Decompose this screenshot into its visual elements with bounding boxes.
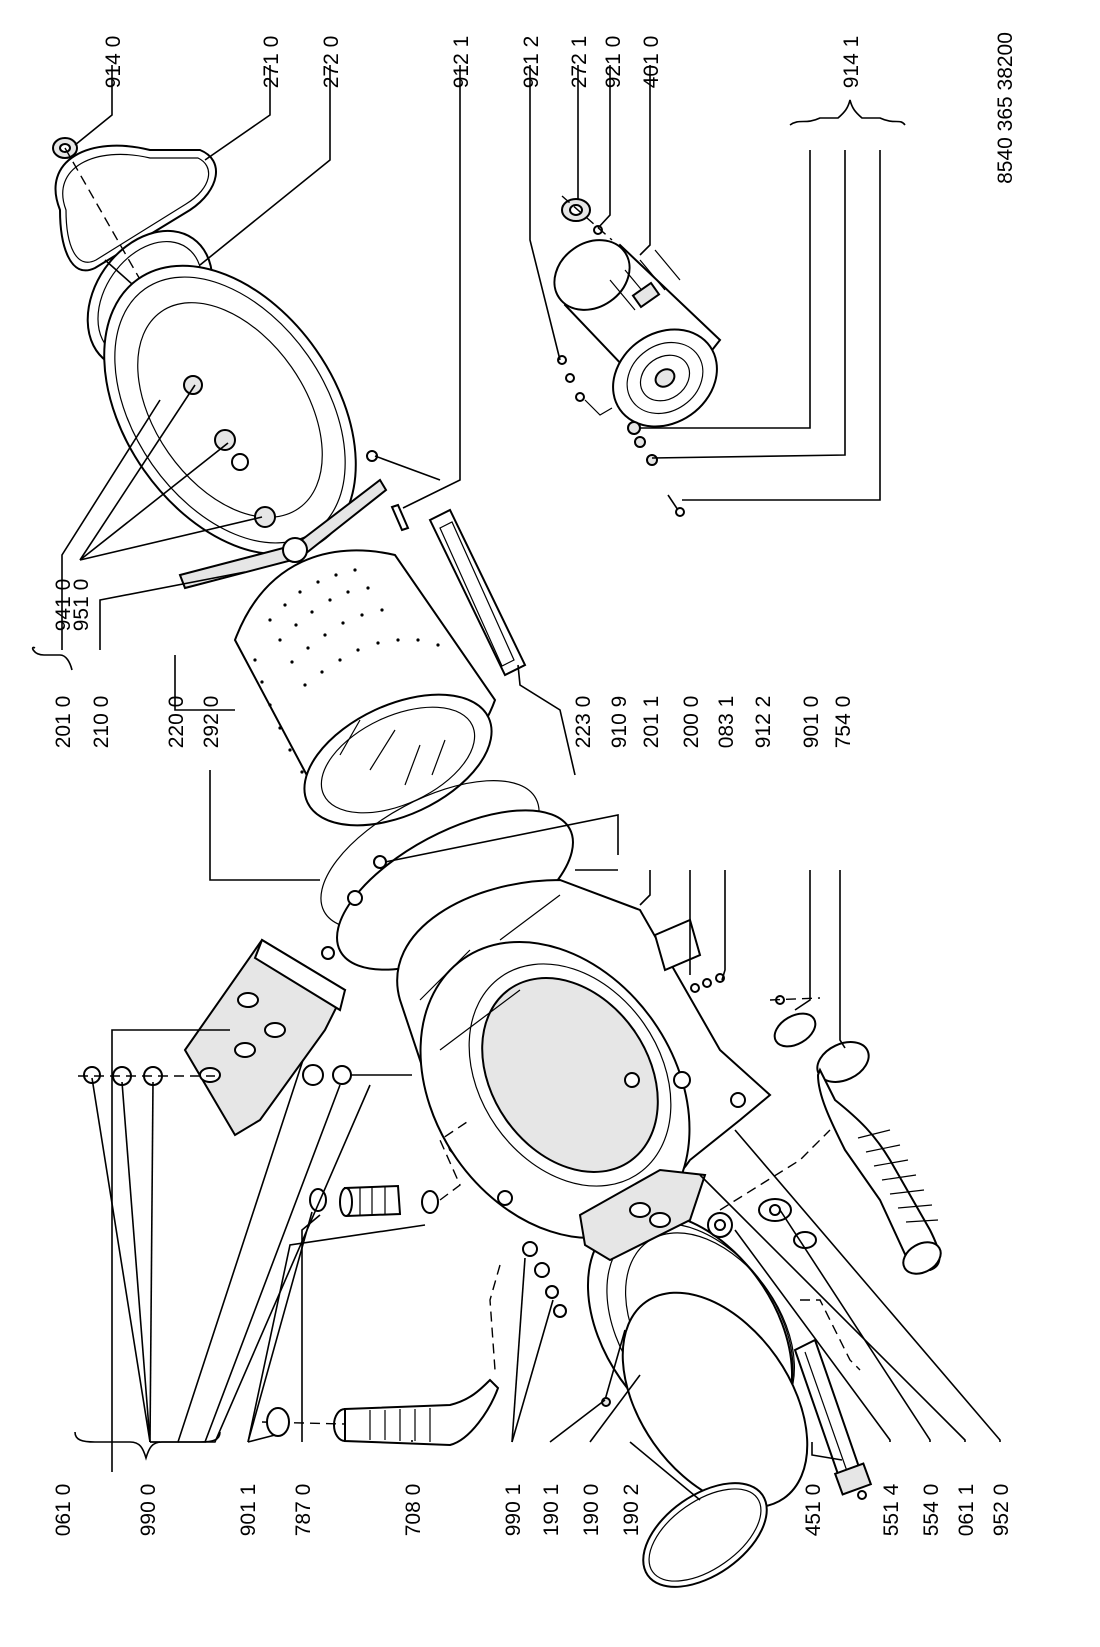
gasket-clamp-spring — [642, 1482, 768, 1588]
label-910-9: 910 9 — [608, 696, 631, 749]
thermostat — [707, 1212, 733, 1238]
label-941-0: 941 0 — [52, 579, 75, 632]
label-554-0: 554 0 — [920, 1484, 943, 1537]
rear-tub-cover — [103, 264, 357, 556]
label-401-0: 401 0 — [640, 36, 663, 89]
label-083-1: 083 1 — [715, 696, 738, 749]
hose-connector — [309, 1184, 439, 1218]
part-number-labels: 061 0 990 0 901 1 787 0 708 0 990 1 190 … — [52, 32, 1017, 1536]
drum-perforations — [253, 568, 440, 774]
label-451-0: 451 0 — [802, 1484, 825, 1537]
leader-lines — [31, 65, 1001, 1501]
label-210-0: 210 0 — [90, 696, 113, 749]
label-272-1: 272 1 — [568, 36, 591, 89]
drum-spider — [178, 450, 410, 590]
label-914-1: 914 1 — [840, 36, 863, 89]
drum-front-ring — [320, 780, 574, 971]
fastener-set — [522, 1241, 567, 1318]
label-201-1: 201 1 — [640, 696, 663, 749]
label-200-0: 200 0 — [680, 696, 703, 749]
label-787-0: 787 0 — [292, 1484, 315, 1537]
label-190-1: 190 1 — [540, 1484, 563, 1537]
counterweight-fasteners — [78, 1064, 412, 1086]
label-921-0: 921 0 — [602, 36, 625, 89]
label-901-0: 901 0 — [800, 696, 823, 749]
inlet-hose — [333, 1378, 500, 1447]
label-061-0: 061 0 — [52, 1484, 75, 1537]
label-272-0: 272 0 — [320, 36, 343, 89]
label-220-0: 220 0 — [165, 696, 188, 749]
label-912-1: 912 1 — [450, 36, 473, 89]
label-190-0: 190 0 — [580, 1484, 603, 1537]
label-990-0: 990 0 — [137, 1484, 160, 1537]
label-952-0: 952 0 — [990, 1484, 1013, 1537]
label-708-0: 708 0 — [402, 1484, 425, 1537]
door-gasket-clamp — [621, 1291, 809, 1509]
label-951-0: 951 0 — [70, 579, 93, 632]
sensor-gasket — [758, 1198, 817, 1249]
label-914-0: 914 0 — [102, 36, 125, 89]
tub-front — [396, 878, 772, 1240]
motor-washer — [593, 225, 603, 235]
heating-element — [793, 1338, 873, 1500]
drum — [233, 549, 497, 827]
label-912-2: 912 2 — [752, 696, 775, 749]
label-901-1: 901 1 — [237, 1484, 260, 1537]
label-223-0: 223 0 — [572, 696, 595, 749]
drain-hose — [816, 1041, 942, 1275]
label-921-2: 921 2 — [520, 36, 543, 89]
label-190-2: 190 2 — [620, 1484, 643, 1537]
label-292-0: 292 0 — [200, 696, 223, 749]
label-201-0: 201 0 — [52, 696, 75, 749]
label-754-0: 754 0 — [832, 696, 855, 749]
label-061-1: 061 1 — [955, 1484, 978, 1537]
label-271-0: 271 0 — [260, 36, 283, 89]
counterweight — [183, 938, 347, 1137]
motor — [553, 239, 722, 428]
motor-pulley — [561, 198, 591, 222]
document-code: 8540 365 38200 — [994, 32, 1017, 184]
label-990-1: 990 1 — [502, 1484, 525, 1537]
tub-bracket — [653, 918, 725, 993]
label-551-4: 551 4 — [880, 1483, 903, 1536]
drain-hose-clamp — [769, 995, 821, 1048]
door-hinge-block — [578, 1168, 707, 1262]
tub-heater-cover — [428, 508, 527, 677]
